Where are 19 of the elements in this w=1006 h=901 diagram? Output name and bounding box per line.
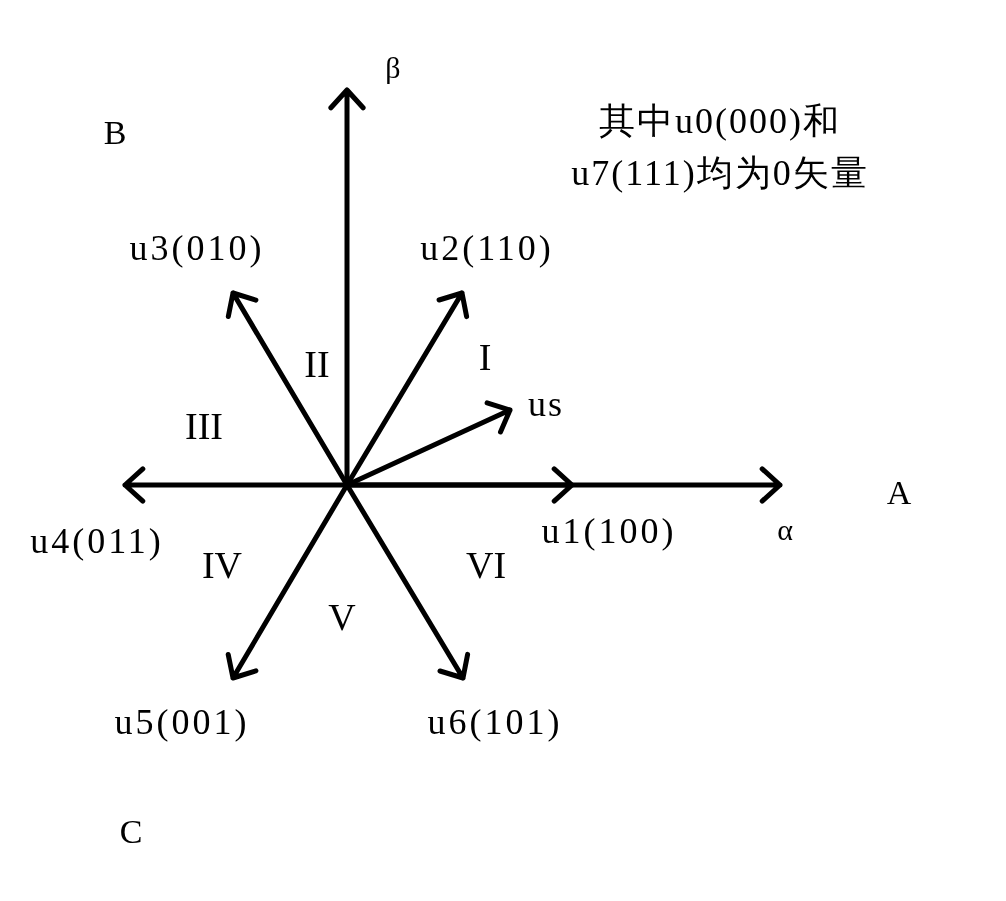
note-text: 其中u0(000)和u7(111)均为0矢量 — [570, 99, 870, 195]
vector-label: us — [528, 386, 564, 422]
axis-label: α — [777, 515, 793, 545]
axis-label: β — [385, 53, 401, 83]
sector-label: II — [304, 345, 330, 383]
vector-label: u5(001) — [114, 704, 250, 740]
vector-label: u3(010) — [129, 230, 265, 266]
sector-label: I — [478, 338, 492, 376]
vector-label: u6(101) — [427, 704, 563, 740]
sector-label: III — [185, 407, 223, 445]
phase-label: A — [886, 476, 912, 510]
vector-label: u1(100) — [541, 513, 677, 549]
vector-label: u4(011) — [30, 523, 164, 559]
vector-label: u2(110) — [420, 230, 554, 266]
sector-label: V — [328, 598, 356, 636]
sector-label: IV — [201, 546, 243, 584]
phase-label: C — [119, 815, 143, 849]
sector-label: VI — [465, 546, 507, 584]
phase-label: B — [103, 116, 127, 150]
